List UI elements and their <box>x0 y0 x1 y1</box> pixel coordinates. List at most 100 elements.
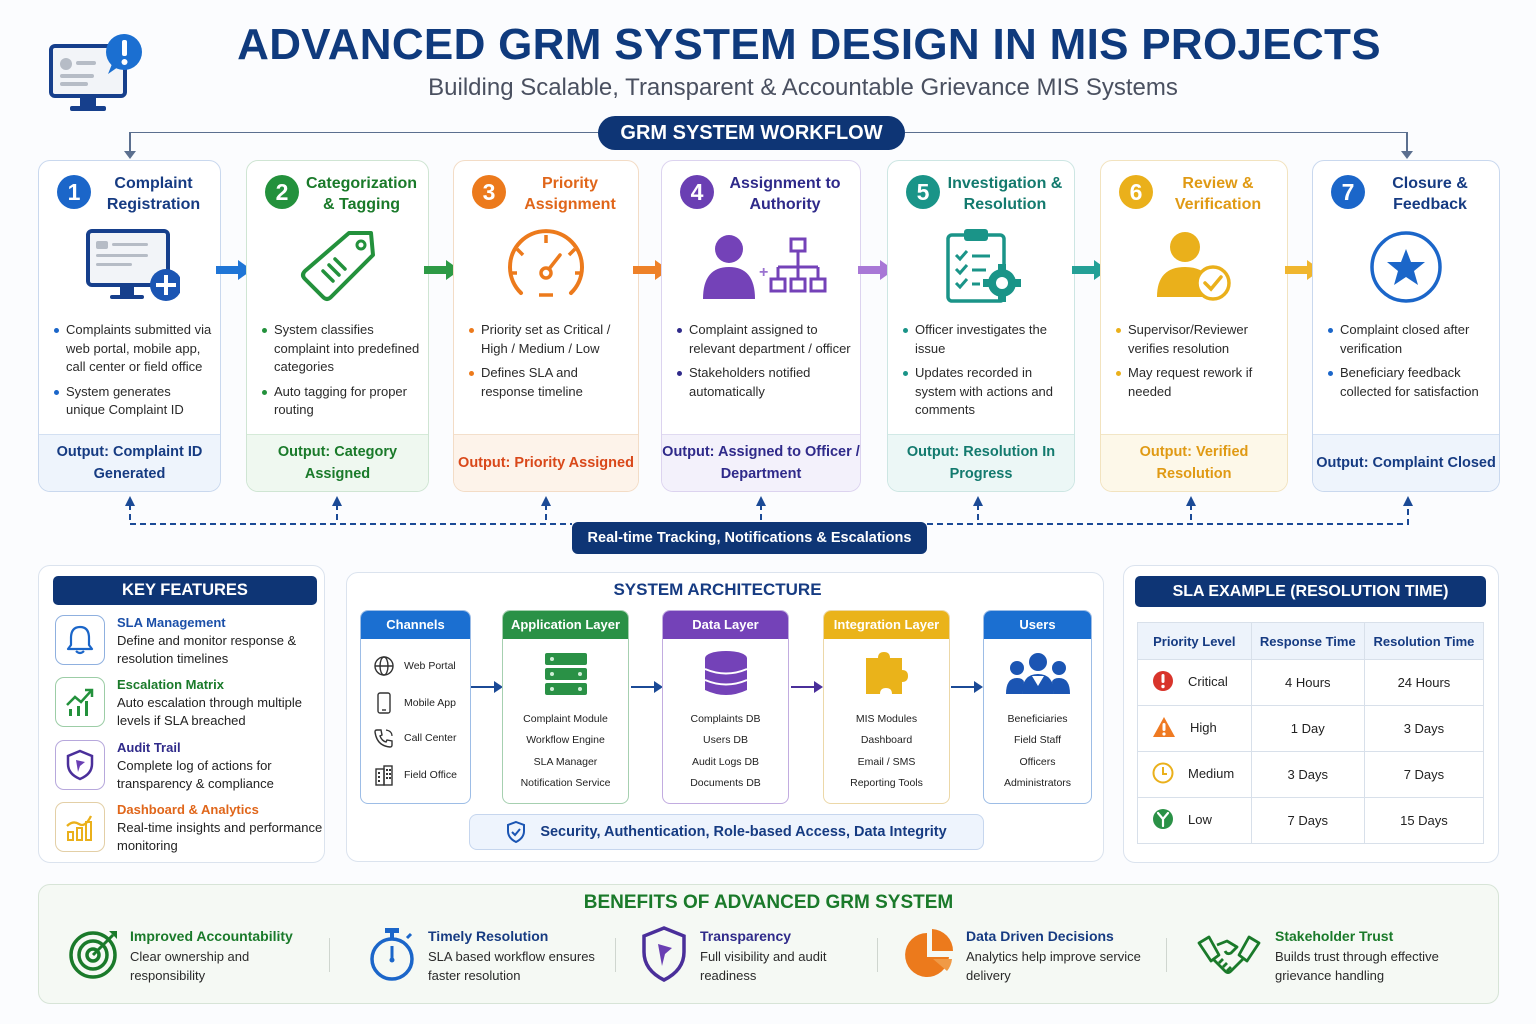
feature-item: SLA Management Define and monitor respon… <box>55 615 325 673</box>
workflow-step-6: 6 Review & Verification Supervisor/Revie… <box>1100 160 1288 492</box>
benefit-desc: Builds trust through effective grievance… <box>1275 949 1439 983</box>
layer-item: Complaints DB <box>690 713 761 725</box>
clipboard-gear-icon <box>888 227 1074 307</box>
step-bullet: Stakeholders notified automatically <box>676 364 852 401</box>
workflow-step-2: 2 Categorization & Tagging System classi… <box>246 160 429 492</box>
bar-chart-icon <box>55 802 105 852</box>
sla-row: Low 7 Days 15 Days <box>1137 797 1485 844</box>
benefit-divider <box>329 938 330 972</box>
benefit-desc: SLA based workflow ensures faster resolu… <box>428 949 595 983</box>
workflow-connector-drop-left <box>129 132 131 154</box>
pie-chart-icon <box>902 926 958 982</box>
layer-users: Users Beneficiaries Field Staff Officers… <box>983 610 1092 804</box>
arrowhead-down-icon <box>124 151 136 159</box>
priority-label: Critical <box>1188 673 1228 689</box>
workflow-step-5: 5 Investigation & Resolution Officer inv… <box>887 160 1075 492</box>
resolution-cell: 7 Days <box>1363 751 1485 798</box>
sla-col-header: Priority Level <box>1137 622 1252 660</box>
bell-icon <box>55 615 105 665</box>
sla-row: Critical 4 Hours 24 Hours <box>1137 659 1485 706</box>
benefit-item: Improved Accountability Clear ownership … <box>66 926 316 990</box>
step-bullet: May request rework if needed <box>1115 364 1279 401</box>
sla-row: Medium 3 Days 7 Days <box>1137 751 1485 798</box>
arrow-right-icon <box>471 681 503 693</box>
layer-header: Users <box>984 611 1091 639</box>
channel-label: Web Portal <box>404 660 456 672</box>
step-output: Output: Complaint Closed <box>1313 434 1499 491</box>
stopwatch-icon <box>364 926 420 982</box>
layer-item: Complaint Module <box>523 713 608 725</box>
step-bullet: Defines SLA and response timeline <box>468 364 630 401</box>
arrow-right-icon <box>631 681 663 693</box>
step-bullet: Officer investigates the issue <box>902 321 1066 358</box>
phone-icon <box>374 729 393 748</box>
users-group-icon <box>984 649 1091 699</box>
step-bullet: Priority set as Critical / High / Medium… <box>468 321 630 358</box>
svg-text:+: + <box>759 264 768 281</box>
priority-label: Medium <box>1188 765 1235 781</box>
security-label: Security, Authentication, Role-based Acc… <box>540 824 947 840</box>
benefit-item: Transparency Full visibility and audit r… <box>636 926 856 990</box>
workflow-connector-left <box>130 132 598 133</box>
monitor-plus-icon <box>39 227 220 307</box>
star-circle-icon <box>1313 227 1499 307</box>
step-title: Complaint Registration <box>106 175 201 213</box>
globe-icon <box>374 656 394 676</box>
channel-item: Web Portal <box>373 655 456 677</box>
step-number-badge: 6 <box>1119 175 1153 209</box>
shield-flag-icon <box>55 740 105 790</box>
step-output: Output: Resolution In Progress <box>888 434 1074 491</box>
layer-integration: Integration Layer MIS Modules Dashboard … <box>823 610 950 804</box>
server-icon <box>503 649 628 699</box>
feature-desc: Real-time insights and performance monit… <box>117 820 323 853</box>
step-bullets: Officer investigates the issue Updates r… <box>902 321 1066 426</box>
layer-items: Complaints DB Users DB Audit Logs DB Doc… <box>663 709 788 794</box>
step-number-badge: 1 <box>57 175 91 209</box>
benefit-item: Timely Resolution SLA based workflow ens… <box>364 926 614 990</box>
sla-col-header: Response Time <box>1250 622 1365 660</box>
step-output: Output: Category Assigned <box>247 434 428 491</box>
priority-label: High <box>1190 719 1217 735</box>
workflow-connector-drop-right <box>1406 132 1408 154</box>
step-number-badge: 4 <box>680 175 714 209</box>
low-priority-icon <box>1152 808 1174 833</box>
workflow-step-1: 1 Complaint Registration Complaints subm… <box>38 160 221 492</box>
resolution-cell: 15 Days <box>1363 797 1485 844</box>
critical-alert-icon <box>1152 670 1174 695</box>
priority-cell: Critical <box>1137 659 1252 706</box>
benefit-desc: Full visibility and audit readiness <box>700 949 827 983</box>
benefit-title: Stakeholder Trust <box>1275 928 1394 944</box>
benefit-desc: Clear ownership and responsibility <box>130 949 250 983</box>
channel-item: Mobile App <box>373 692 456 714</box>
layer-application: Application Layer Complaint Module Workf… <box>502 610 629 804</box>
page-title: ADVANCED GRM SYSTEM DESIGN IN MIS PROJEC… <box>237 20 1381 69</box>
warning-triangle-icon <box>1152 716 1176 741</box>
arrow-right-icon <box>633 260 669 280</box>
benefit-title: Improved Accountability <box>130 928 293 944</box>
database-icon <box>663 649 788 699</box>
key-features-title: KEY FEATURES <box>53 576 317 605</box>
benefit-title: Data Driven Decisions <box>966 928 1114 944</box>
response-cell: 4 Hours <box>1250 659 1365 706</box>
response-cell: 3 Days <box>1250 751 1365 798</box>
step-bullet: Complaints submitted via web portal, mob… <box>53 321 212 377</box>
step-title: Assignment to Authority <box>729 175 841 213</box>
resolution-cell: 3 Days <box>1363 705 1485 752</box>
priority-cell: Medium <box>1137 751 1252 798</box>
feature-title: Escalation Matrix <box>117 677 224 692</box>
layer-item: Notification Service <box>520 776 611 789</box>
speedometer-icon <box>454 227 638 307</box>
benefit-desc: Analytics help improve service delivery <box>966 949 1141 983</box>
tracking-banner: Real-time Tracking, Notifications & Esca… <box>572 522 927 554</box>
step-output: Output: Verified Resolution <box>1101 434 1287 491</box>
benefit-divider <box>877 938 878 972</box>
step-title: Review & Verification <box>1174 175 1262 213</box>
logo-monitor-alert-icon <box>48 32 144 116</box>
benefit-title: Timely Resolution <box>428 928 549 944</box>
layer-items: Complaint Module Workflow Engine SLA Man… <box>503 709 628 794</box>
trend-up-icon <box>55 677 105 727</box>
clock-icon <box>1152 762 1174 787</box>
step-bullets: System classifies complaint into predefi… <box>261 321 420 426</box>
layer-header: Channels <box>361 611 470 639</box>
layer-items: MIS Modules Dashboard Email / SMS Report… <box>824 709 949 794</box>
